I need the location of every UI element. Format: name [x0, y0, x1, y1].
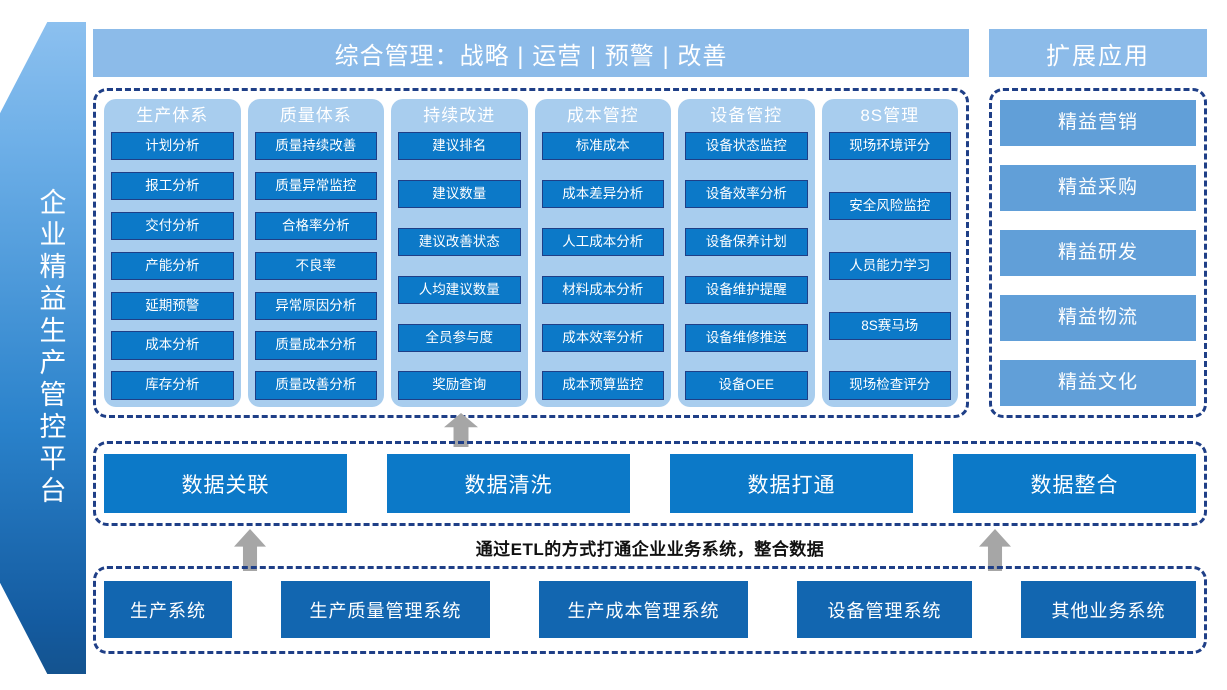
data-processing-item[interactable]: 数据关联 — [104, 454, 347, 513]
module-item[interactable]: 成本预算监控 — [541, 371, 664, 400]
module-item[interactable]: 交付分析 — [111, 211, 234, 241]
module-column-title: 生产体系 — [136, 106, 209, 125]
module-item[interactable]: 材料成本分析 — [541, 275, 664, 305]
module-item[interactable]: 现场环境评分 — [828, 131, 951, 161]
module-item[interactable]: 报工分析 — [111, 171, 234, 201]
module-column-continuous-improvement: 持续改进 建议排名 建议数量 建议改善状态 人均建议数量 全员参与度 奖励查询 — [391, 99, 528, 407]
source-system-item[interactable]: 生产质量管理系统 — [281, 581, 490, 638]
module-item[interactable]: 成本差异分析 — [541, 179, 664, 209]
source-systems-panel — [93, 566, 1207, 654]
module-item[interactable]: 成本分析 — [111, 331, 234, 360]
module-item[interactable]: 设备OEE — [685, 371, 808, 400]
module-item[interactable]: 成本效率分析 — [541, 323, 664, 353]
module-column-quality: 质量体系 质量持续改善 质量异常监控 合格率分析 不良率 异常原因分析 质量成本… — [247, 99, 384, 407]
module-column-title: 持续改进 — [423, 106, 496, 125]
module-item[interactable]: 库存分析 — [111, 371, 234, 400]
module-item[interactable]: 人员能力学习 — [828, 251, 951, 281]
module-item[interactable]: 产能分析 — [111, 251, 234, 281]
module-item-list: 建议排名 建议数量 建议改善状态 人均建议数量 全员参与度 奖励查询 — [398, 131, 521, 400]
up-arrow-icon-etl-right — [979, 529, 1011, 571]
module-item[interactable]: 设备状态监控 — [685, 131, 808, 161]
module-item[interactable]: 建议数量 — [398, 179, 521, 209]
module-item-list: 设备状态监控 设备效率分析 设备保养计划 设备维护提醒 设备维修推送 设备OEE — [685, 131, 808, 400]
module-item[interactable]: 质量改善分析 — [254, 371, 377, 400]
module-item-list: 质量持续改善 质量异常监控 合格率分析 不良率 异常原因分析 质量成本分析 质量… — [254, 131, 377, 400]
module-column-equipment-control: 设备管控 设备状态监控 设备效率分析 设备保养计划 设备维护提醒 设备维修推送 … — [678, 99, 815, 407]
module-item[interactable]: 质量持续改善 — [254, 131, 377, 161]
source-system-item[interactable]: 设备管理系统 — [797, 581, 972, 638]
data-processing-item[interactable]: 数据打通 — [670, 454, 913, 513]
module-column-title: 成本管控 — [566, 106, 639, 125]
up-arrow-icon-etl-left — [234, 529, 266, 571]
module-item[interactable]: 建议改善状态 — [398, 227, 521, 257]
module-item[interactable]: 不良率 — [254, 251, 377, 281]
module-item[interactable]: 计划分析 — [111, 131, 234, 161]
module-item-list: 计划分析 报工分析 交付分析 产能分析 延期预警 成本分析 库存分析 — [111, 131, 234, 400]
module-item[interactable]: 设备维护提醒 — [685, 275, 808, 305]
module-column-production: 生产体系 计划分析 报工分析 交付分析 产能分析 延期预警 成本分析 库存分析 — [104, 99, 241, 407]
extension-item[interactable]: 精益营销 — [1000, 100, 1196, 146]
ribbon-title: 企业精益生产管控平台 — [35, 188, 66, 508]
module-item[interactable]: 合格率分析 — [254, 211, 377, 241]
module-column-title: 设备管控 — [710, 106, 783, 125]
etl-caption: 通过ETL的方式打通企业业务系统，整合数据 — [475, 540, 825, 559]
module-item[interactable]: 人均建议数量 — [398, 275, 521, 305]
module-item[interactable]: 安全风险监控 — [828, 191, 951, 221]
platform-ribbon: 企业精益生产管控平台 — [0, 22, 86, 674]
module-item[interactable]: 设备效率分析 — [685, 179, 808, 209]
module-item[interactable]: 现场检查评分 — [828, 371, 951, 400]
module-column-cost-control: 成本管控 标准成本 成本差异分析 人工成本分析 材料成本分析 成本效率分析 成本… — [534, 99, 671, 407]
modules-panel — [93, 88, 969, 418]
module-item[interactable]: 人工成本分析 — [541, 227, 664, 257]
module-item[interactable]: 8S赛马场 — [828, 311, 951, 340]
module-item[interactable]: 质量成本分析 — [254, 331, 377, 360]
module-columns: 生产体系 计划分析 报工分析 交付分析 产能分析 延期预警 成本分析 库存分析 … — [104, 99, 958, 407]
module-item-list: 标准成本 成本差异分析 人工成本分析 材料成本分析 成本效率分析 成本预算监控 — [541, 131, 664, 400]
extension-item[interactable]: 精益文化 — [1000, 360, 1196, 406]
module-item[interactable]: 质量异常监控 — [254, 171, 377, 201]
extension-item[interactable]: 精益研发 — [1000, 230, 1196, 276]
source-system-item[interactable]: 生产成本管理系统 — [539, 581, 748, 638]
module-item[interactable]: 建议排名 — [398, 131, 521, 161]
module-item[interactable]: 设备维修推送 — [685, 323, 808, 353]
header-bar-comprehensive-management: 综合管理：战略 | 运营 | 预警 | 改善 — [93, 29, 969, 77]
header-bar-extended-applications: 扩展应用 — [989, 29, 1207, 77]
source-systems-item-list: 生产系统 生产质量管理系统 生产成本管理系统 设备管理系统 其他业务系统 — [104, 581, 1196, 638]
module-item[interactable]: 奖励查询 — [398, 371, 521, 400]
source-system-item[interactable]: 生产系统 — [104, 581, 232, 638]
module-item-list: 现场环境评分 安全风险监控 人员能力学习 8S赛马场 现场检查评分 — [828, 131, 951, 400]
ribbon-shape — [0, 22, 86, 674]
module-column-8s-management: 8S管理 现场环境评分 安全风险监控 人员能力学习 8S赛马场 现场检查评分 — [821, 99, 958, 407]
extension-panel — [989, 88, 1207, 418]
module-item[interactable]: 异常原因分析 — [254, 291, 377, 321]
data-processing-item[interactable]: 数据整合 — [953, 454, 1196, 513]
module-column-title: 质量体系 — [279, 106, 352, 125]
source-system-item[interactable]: 其他业务系统 — [1021, 581, 1196, 638]
extension-item-list: 精益营销 精益采购 精益研发 精益物流 精益文化 — [1000, 100, 1196, 406]
module-item[interactable]: 设备保养计划 — [685, 227, 808, 257]
module-column-title: 8S管理 — [860, 106, 920, 125]
module-item[interactable]: 标准成本 — [541, 131, 664, 161]
data-processing-item[interactable]: 数据清洗 — [387, 454, 630, 513]
data-processing-panel — [93, 441, 1207, 526]
extension-item[interactable]: 精益采购 — [1000, 165, 1196, 211]
module-item[interactable]: 全员参与度 — [398, 323, 521, 353]
module-item[interactable]: 延期预警 — [111, 291, 234, 321]
extension-item[interactable]: 精益物流 — [1000, 295, 1196, 341]
data-processing-item-list: 数据关联 数据清洗 数据打通 数据整合 — [104, 454, 1196, 513]
